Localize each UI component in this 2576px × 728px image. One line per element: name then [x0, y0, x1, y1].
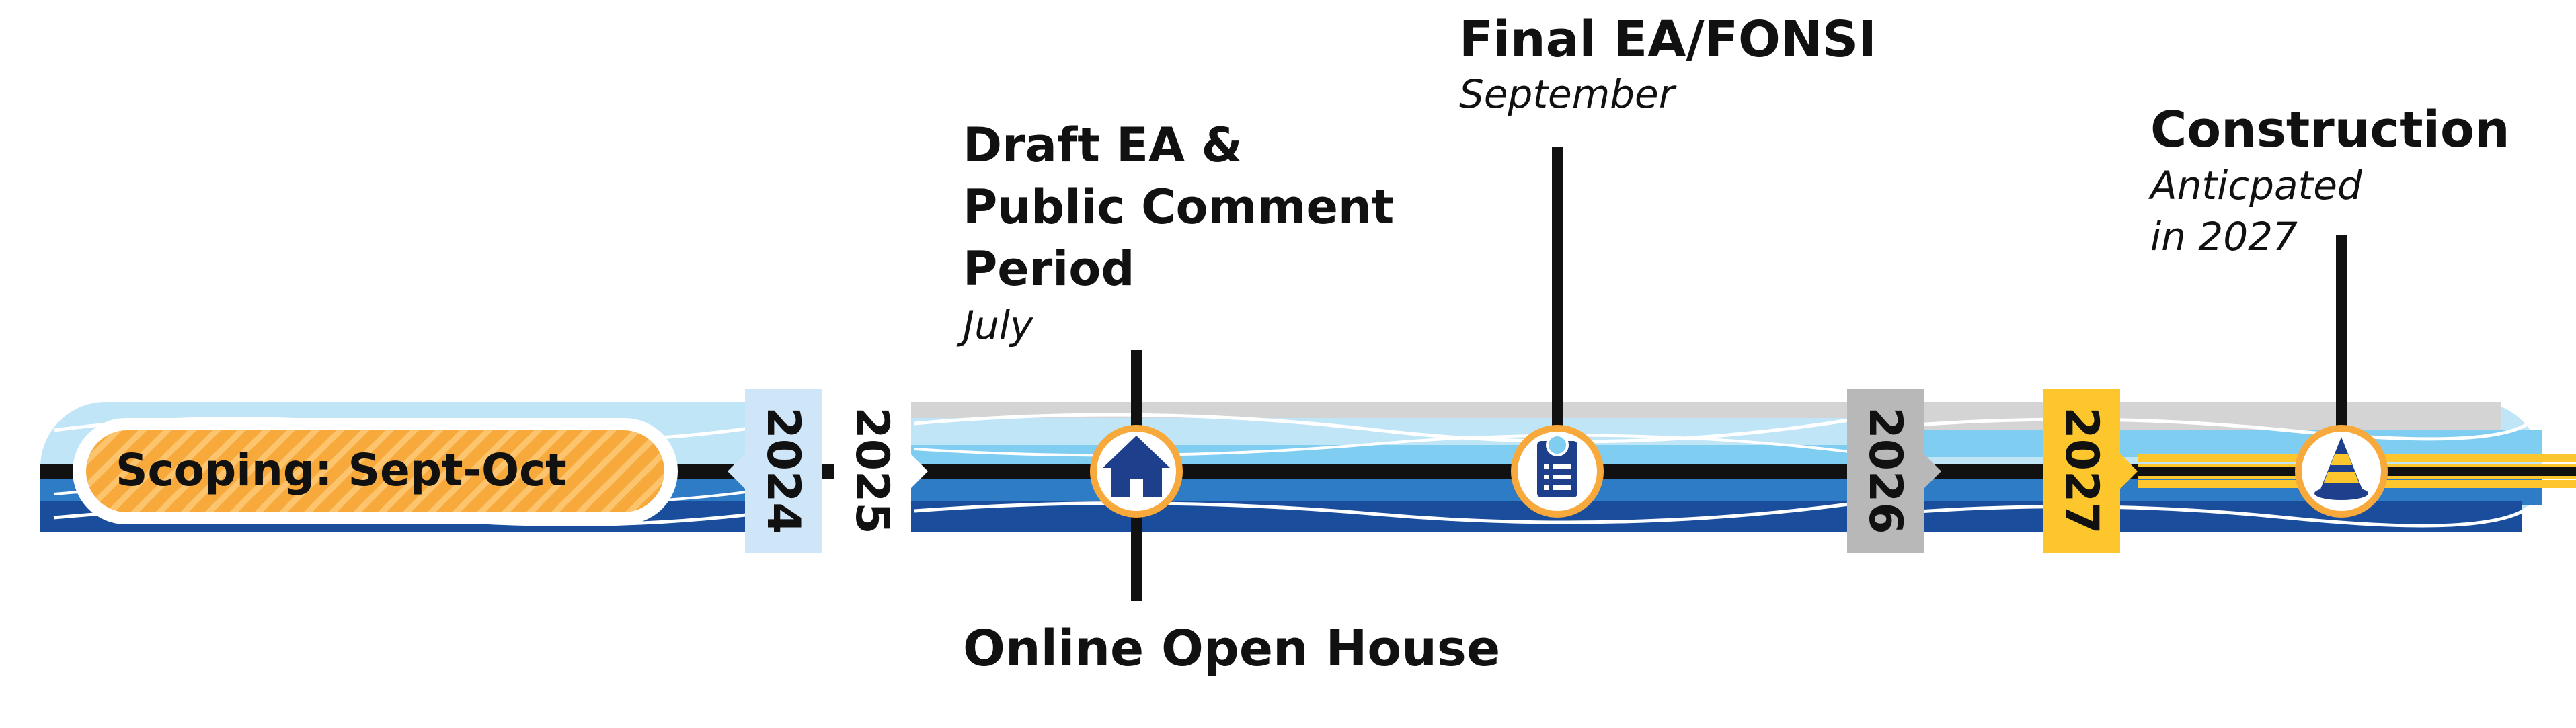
year-2027-arrow [2120, 454, 2138, 489]
year-2025-box [834, 389, 910, 553]
scoping-phase: Scoping: Sept-Oct [73, 418, 678, 524]
band-dark [911, 501, 1852, 532]
draft-title-line-3: Period [963, 241, 1135, 296]
year-2027-box [2043, 389, 2120, 553]
band-2025 [911, 402, 1852, 532]
final-title: Final EA/FONSI [1459, 11, 1877, 69]
band-top-gray [911, 402, 1852, 421]
band-dark [1876, 501, 2522, 532]
milestone-construction: Construction Anticpated in 2027 [2148, 101, 2510, 518]
scoping-label: Scoping: Sept-Oct [116, 444, 567, 496]
year-2025-arrow [910, 454, 928, 489]
draft-title-line-2: Public Comment [963, 179, 1394, 235]
wave-line [914, 501, 1850, 524]
year-2026-arrow [1924, 454, 1941, 489]
milestone-draft-ea: Draft EA & Public Comment Period July [956, 118, 1394, 601]
draft-title-line-1: Draft EA & [963, 118, 1243, 173]
house-icon [1103, 436, 1170, 497]
year-marker-2026: 2026 [1847, 389, 1941, 553]
construction-subtitle-line-2: in 2027 [2150, 214, 2298, 259]
year-2024-box [745, 389, 822, 553]
final-subtitle: September [1459, 71, 1677, 117]
year-marker-2027: 2027 [2043, 389, 2138, 553]
year-2027-label: 2027 [2055, 407, 2108, 534]
year-2024-label: 2024 [756, 407, 810, 534]
construction-subtitle-line-1: Anticpated [2148, 163, 2363, 208]
traffic-cone-icon [2314, 437, 2368, 500]
clipboard-icon [1537, 434, 1577, 497]
year-marker-2024: 2024 [728, 389, 822, 553]
band-light [1876, 430, 2542, 457]
wave-line [1882, 417, 2530, 441]
year-2024-arrow [728, 454, 745, 489]
wave-line [914, 434, 1850, 457]
construction-title: Construction [2150, 101, 2510, 159]
band-top-gray [1876, 402, 2501, 430]
scoping-pill [86, 430, 664, 512]
year-2026-label: 2026 [1859, 407, 1912, 534]
year-2025-label: 2025 [845, 407, 898, 534]
open-house-title: Online Open House [963, 620, 1500, 678]
milestone-final-ea: Final EA/FONSI September [1459, 11, 1877, 518]
year-2026-box [1847, 389, 1924, 553]
draft-subtitle: July [956, 302, 1033, 348]
wave-line [1882, 505, 2530, 528]
year-marker-2025: 2025 [834, 389, 928, 553]
